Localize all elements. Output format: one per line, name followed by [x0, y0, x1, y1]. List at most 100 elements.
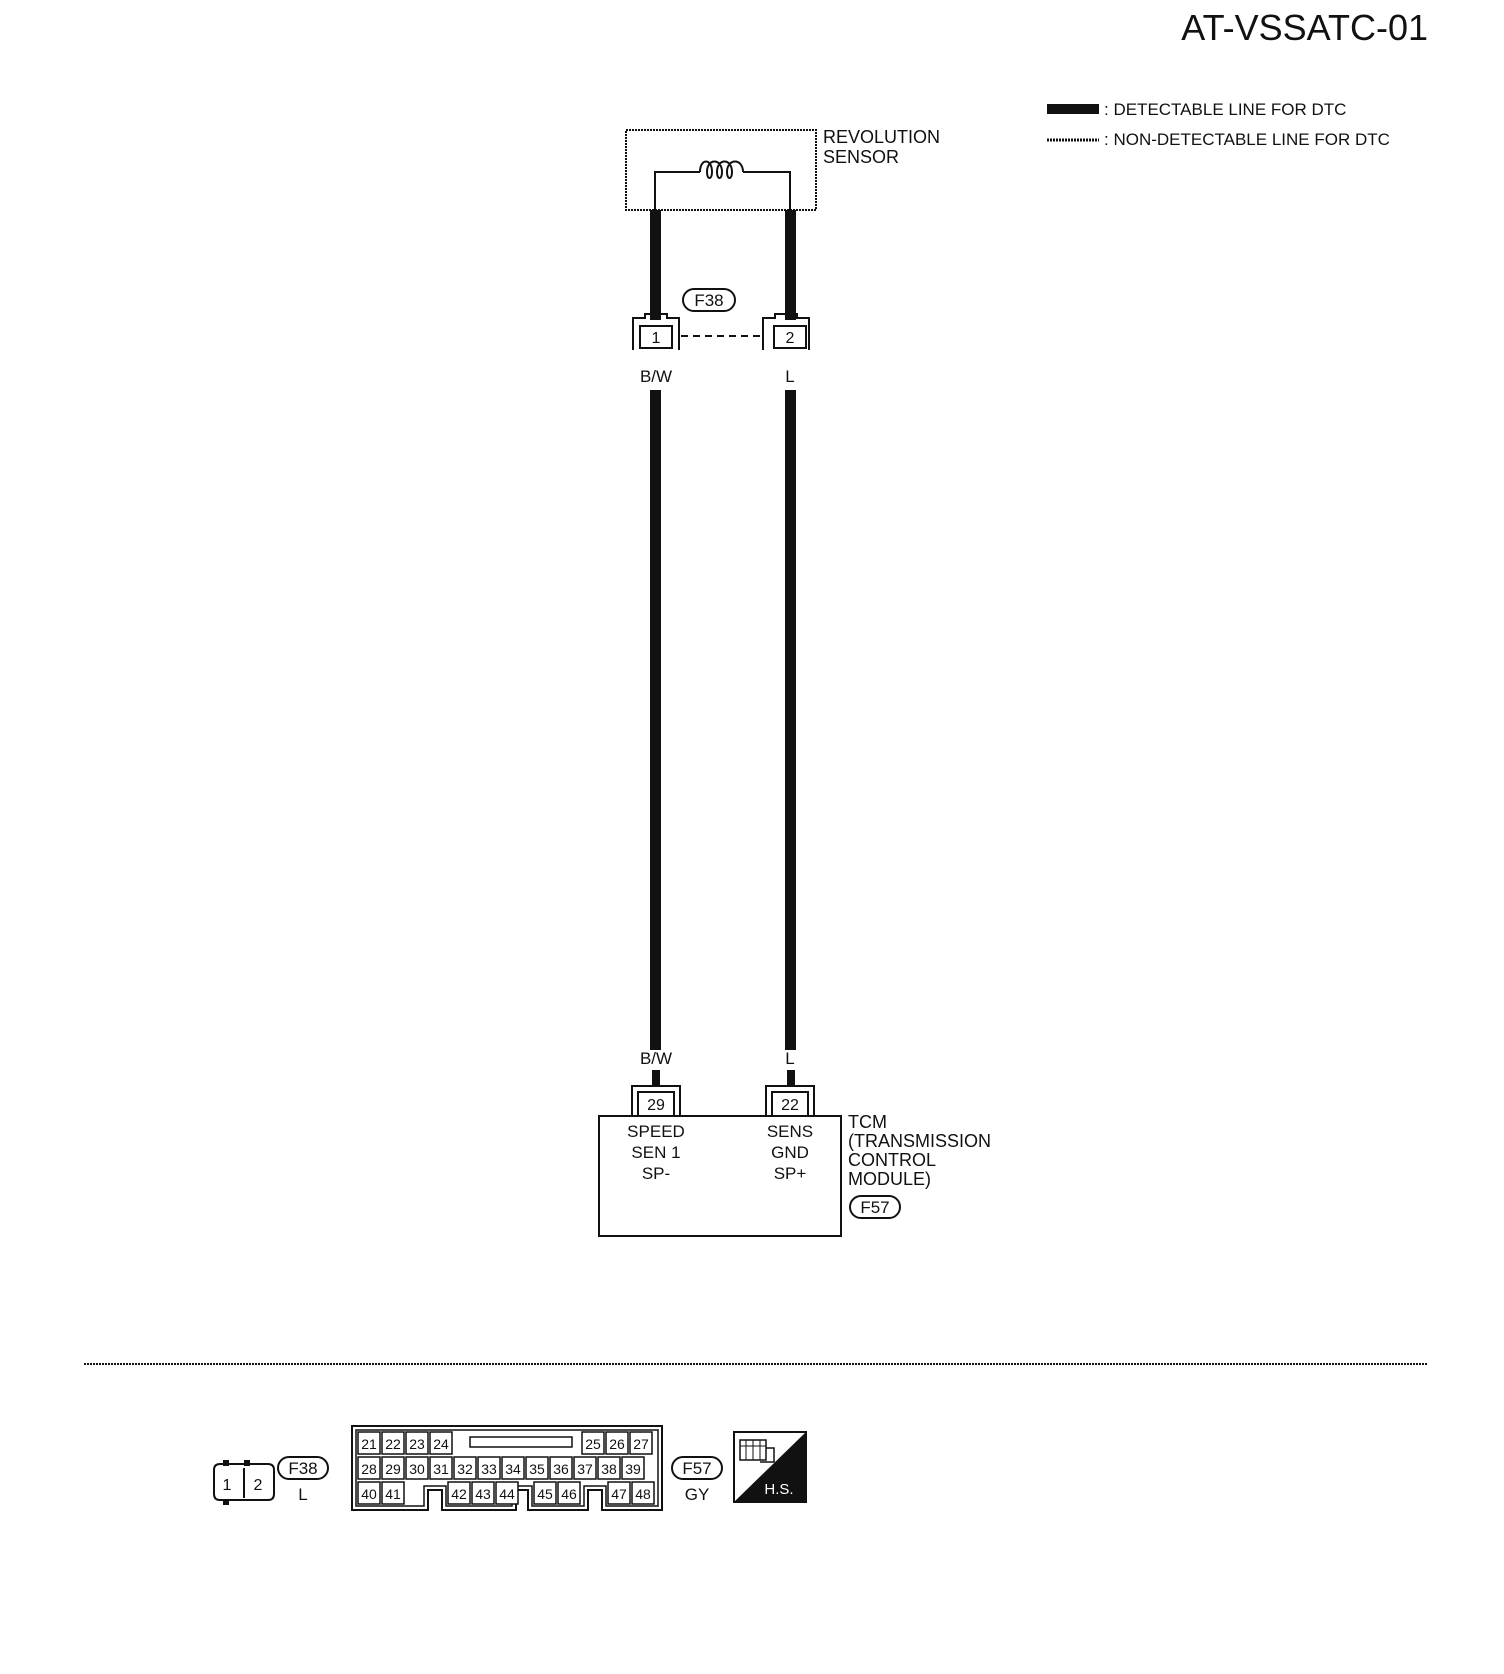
connector-f57-pin-cell: 31: [429, 1456, 453, 1480]
connector-f57-pin-label: 35: [529, 1461, 545, 1477]
connector-f57-pin-box: [533, 1481, 557, 1505]
connector-f57-outline: [351, 1425, 663, 1511]
tcm-label-line4: MODULE): [848, 1169, 931, 1189]
sensor-label-line2: SENSOR: [823, 147, 899, 167]
connector-f57-pin-cell: 28: [357, 1456, 381, 1480]
connector-f57-pin-label: 46: [561, 1486, 577, 1502]
connector-f57-pin-box: [495, 1481, 519, 1505]
connector-f57-pin-label: 33: [481, 1461, 497, 1477]
connector-f38-face-pin1: 1: [223, 1477, 232, 1494]
connector-f38-pin1-housing: [632, 313, 680, 350]
connector-f38-face-key: [223, 1499, 229, 1505]
connector-plug-icon: [739, 1439, 775, 1463]
connector-f38-id-badge: [682, 288, 736, 312]
legend: : DETECTABLE LINE FOR DTC : NON-DETECTAB…: [1047, 100, 1390, 149]
connector-f57-pin-box: [405, 1431, 429, 1455]
connector-f57-pin-cell: 43: [471, 1481, 495, 1505]
connector-f57-pin-label: 43: [475, 1486, 491, 1502]
diagram-title: AT-VSSATC-01: [1181, 7, 1428, 48]
connector-f57-pin-cell: 23: [405, 1431, 429, 1455]
connector-f57-pin-label: 30: [409, 1461, 425, 1477]
wire-left-color-lower: B/W: [640, 1049, 672, 1068]
tcm-module: SPEED SEN 1 SP- SENS GND SP+ TCM (TRANSM…: [598, 1112, 991, 1237]
connector-f38-face-outline: [213, 1463, 275, 1501]
connector-f57-pin-box: [429, 1431, 453, 1455]
connector-f57-pin-cell: 25: [581, 1431, 605, 1455]
sensor-box: [625, 129, 817, 211]
hs-triangle: [734, 1432, 806, 1502]
connector-f57-pin-cell: 24: [429, 1431, 453, 1455]
connector-f57-pin-cell: 36: [549, 1456, 573, 1480]
connector-f57-pin-box: [501, 1456, 525, 1480]
tcm-right-line3: SP+: [774, 1164, 807, 1183]
connector-f57-pin-cell: 40: [357, 1481, 381, 1505]
connector-f57-pin-cell: 32: [453, 1456, 477, 1480]
connector-f57-pin-label: 48: [635, 1486, 651, 1502]
connector-f57-pin-box: [557, 1481, 581, 1505]
connector-f38: F38 1 2: [632, 288, 810, 350]
connector-f57-pin-box: [357, 1456, 381, 1480]
connector-f57-badge: [671, 1456, 723, 1480]
connector-f38-pin2-box: [773, 325, 807, 349]
connector-f57-pin-label: 21: [361, 1436, 377, 1452]
connector-f57-pin-label: 39: [625, 1461, 641, 1477]
connector-f57-pin-cell: 47: [607, 1481, 631, 1505]
connector-f57-pin-box: [597, 1456, 621, 1480]
connector-f57-pin-label: 32: [457, 1461, 473, 1477]
connector-f57-pin-label: 27: [633, 1436, 649, 1452]
tcm-right-line1: SENS: [767, 1122, 813, 1141]
connector-f57-pin-cell: 27: [629, 1431, 653, 1455]
connector-f57-pin-cell: 29: [381, 1456, 405, 1480]
connector-f57-pin-box: [471, 1481, 495, 1505]
tcm-right-line2: GND: [771, 1143, 809, 1162]
connector-f38-face-color: L: [298, 1485, 307, 1504]
connector-f57-pin-label: 42: [451, 1486, 467, 1502]
tcm-left-line2: SEN 1: [631, 1143, 680, 1162]
connector-f57-pin-label: 41: [385, 1486, 401, 1502]
tcm-connector-badge: [849, 1195, 901, 1219]
connector-f57-color: GY: [685, 1485, 710, 1504]
tcm-left-line1: SPEED: [627, 1122, 685, 1141]
tcm-label-line1: TCM: [848, 1112, 887, 1132]
connector-f57-pin-cell: 34: [501, 1456, 525, 1480]
connector-f57-pin-box: [357, 1481, 381, 1505]
connector-f57-pin-cell: 37: [573, 1456, 597, 1480]
wire-right-color-lower: L: [785, 1049, 794, 1068]
connector-f57-pin-cell: 30: [405, 1456, 429, 1480]
tcm-left-line3: SP-: [642, 1164, 670, 1183]
connector-f57-pin-cell: 42: [447, 1481, 471, 1505]
connector-f57-pin-cell: 48: [631, 1481, 655, 1505]
connector-f57-pin-cell: 21: [357, 1431, 381, 1455]
connector-f57-pin-box: [629, 1431, 653, 1455]
connector-f57-pin-label: 29: [385, 1461, 401, 1477]
connector-f57-pin-box: [447, 1481, 471, 1505]
wire-left-upper: [650, 210, 661, 320]
connector-f57-pin-box: [525, 1456, 549, 1480]
connector-f57-pin-box: [429, 1456, 453, 1480]
connector-f57-pin-label: 23: [409, 1436, 425, 1452]
wire-left-main: [650, 390, 661, 1050]
tcm-pin-29: 29: [631, 1085, 681, 1117]
coil-icon: [699, 160, 744, 179]
wire-left-stub: [652, 1070, 660, 1086]
connector-f57-pin-label: 47: [611, 1486, 627, 1502]
tcm-pin-29-housing: [631, 1085, 681, 1116]
connector-f57-pin-box: [381, 1431, 405, 1455]
connector-f57-pin-box: [477, 1456, 501, 1480]
connector-f57-pin-box: [381, 1481, 405, 1505]
connector-f57-pin-box: [573, 1456, 597, 1480]
connector-f57-pin-label: 45: [537, 1486, 553, 1502]
connector-f38-id: F38: [694, 291, 723, 310]
connector-f38-face-pin2: 2: [254, 1477, 263, 1494]
sensor-label-line1: REVOLUTION: [823, 127, 940, 147]
connector-f57-pin-cell: 46: [557, 1481, 581, 1505]
connector-f57-pin-label: 34: [505, 1461, 521, 1477]
connector-f57-inner-outline: [355, 1429, 659, 1507]
sensor-coil-lead-right: [743, 171, 791, 210]
connector-f57-pin-label: 22: [385, 1436, 401, 1452]
hs-label: H.S.: [764, 1481, 793, 1498]
tcm-box: [598, 1115, 842, 1237]
connector-f57-slot: [469, 1436, 573, 1448]
